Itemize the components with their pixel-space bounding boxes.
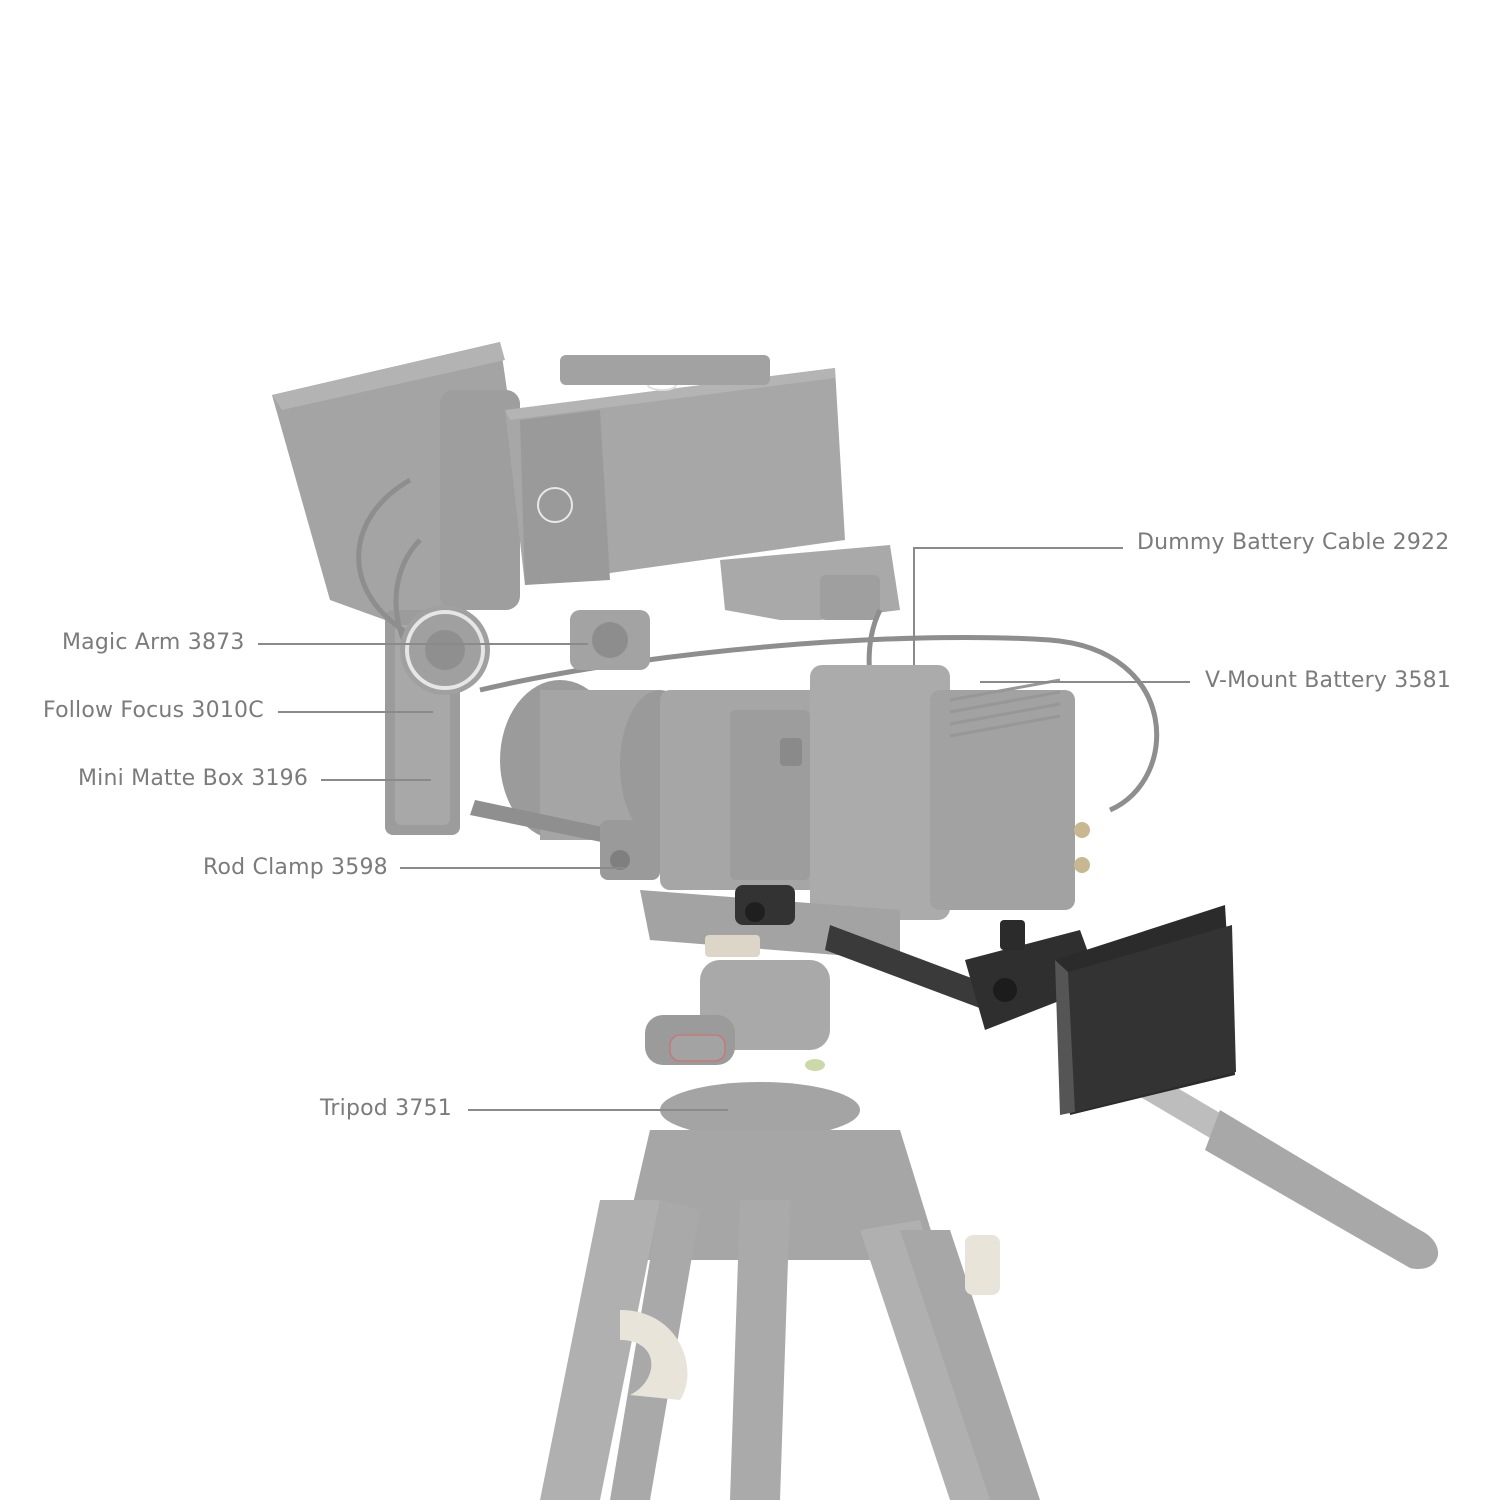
tripod-legs — [540, 1130, 1040, 1500]
magic-arm — [570, 610, 650, 670]
callout-tripod: Tripod 3751 — [320, 1096, 452, 1121]
leader-line-rod-clamp — [400, 867, 625, 869]
camera-body — [660, 690, 820, 890]
callout-magic-arm: Magic Arm 3873 — [62, 630, 245, 655]
leader-line-dummy-battery-cable-v — [913, 547, 915, 665]
v-mount-battery — [810, 665, 1090, 920]
shoulder-pad-highlight — [735, 885, 1439, 1270]
follow-focus — [400, 605, 490, 695]
callout-follow-focus: Follow Focus 3010C — [43, 698, 264, 723]
top-handle — [720, 545, 900, 620]
leader-line-mini-matte-box — [321, 779, 431, 781]
leader-line-v-mount-battery — [980, 681, 1190, 683]
callout-rod-clamp: Rod Clamp 3598 — [203, 855, 388, 880]
monitor-with-hood — [440, 355, 845, 610]
callout-v-mount-battery: V-Mount Battery 3581 — [1205, 668, 1452, 693]
callout-dummy-battery-cable: Dummy Battery Cable 2922 — [1137, 530, 1450, 555]
leader-line-follow-focus — [278, 711, 433, 713]
tripod-head — [640, 890, 900, 1138]
callout-mini-matte-box: Mini Matte Box 3196 — [78, 766, 309, 791]
rods — [470, 800, 660, 880]
leader-line-tripod — [468, 1109, 728, 1111]
leader-line-dummy-battery-cable-h — [913, 547, 1123, 549]
leader-line-magic-arm — [258, 643, 588, 645]
